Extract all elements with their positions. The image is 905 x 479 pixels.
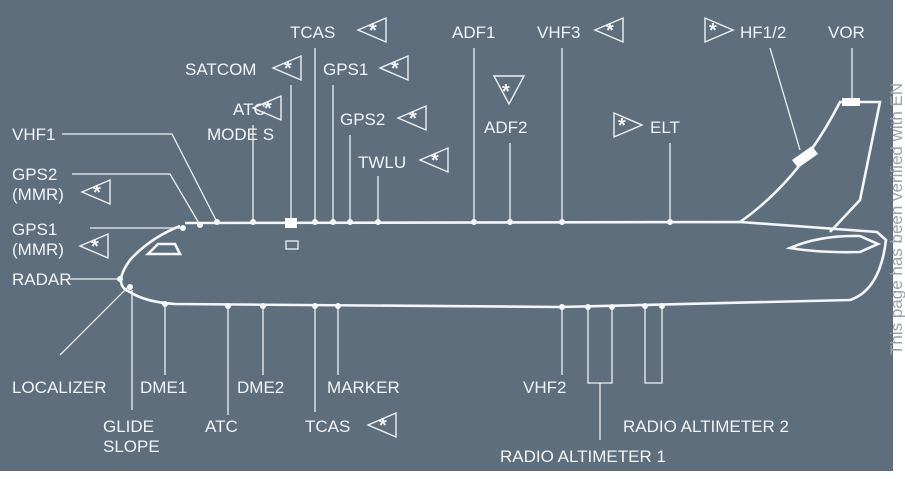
label-dme2: DME2: [237, 378, 284, 397]
label-tcas-top: TCAS: [290, 23, 335, 42]
label-gps1-mmr: GPS1: [12, 220, 57, 239]
label-gps1: GPS1: [323, 60, 368, 79]
watermark: This page has been verified with EN: [887, 83, 905, 355]
label-atc-top: ATC: [233, 100, 266, 119]
label-radar: RADAR: [12, 270, 72, 289]
label-atc-bottom: ATC: [205, 417, 238, 436]
label-vor: VOR: [828, 23, 865, 42]
label-adf2: ADF2: [484, 118, 527, 137]
label-mode-s: MODE S: [207, 125, 274, 144]
label-adf1: ADF1: [452, 23, 495, 42]
label-elt: ELT: [650, 118, 680, 137]
labels: TCAS SATCOM GPS1 ATC MODE S GPS2 TWLU AD…: [12, 23, 865, 466]
label-slope: SLOPE: [103, 437, 160, 456]
label-vhf2: VHF2: [523, 378, 566, 397]
label-glide: GLIDE: [103, 417, 154, 436]
label-tcas-bottom: TCAS: [305, 417, 350, 436]
label-vhf3: VHF3: [537, 23, 580, 42]
label-hf12: HF1/2: [740, 23, 786, 42]
label-gps1-mmr-sub: (MMR): [12, 240, 64, 259]
label-vhf1: VHF1: [12, 125, 55, 144]
label-radio-altimeter-1: RADIO ALTIMETER 1: [500, 447, 666, 466]
label-gps2-mmr: GPS2: [12, 165, 57, 184]
fuselage: [119, 98, 888, 309]
label-marker: MARKER: [327, 378, 400, 397]
leader-lines: [59, 47, 853, 440]
label-satcom: SATCOM: [185, 60, 256, 79]
label-dme1: DME1: [140, 378, 187, 397]
label-radio-altimeter-2: RADIO ALTIMETER 2: [623, 417, 789, 436]
label-twlu: TWLU: [358, 153, 406, 172]
background-panel: [0, 0, 893, 471]
label-gps2-mmr-sub: (MMR): [12, 185, 64, 204]
label-gps2: GPS2: [340, 110, 385, 129]
label-localizer: LOCALIZER: [12, 378, 106, 397]
antenna-dots: [117, 219, 673, 310]
